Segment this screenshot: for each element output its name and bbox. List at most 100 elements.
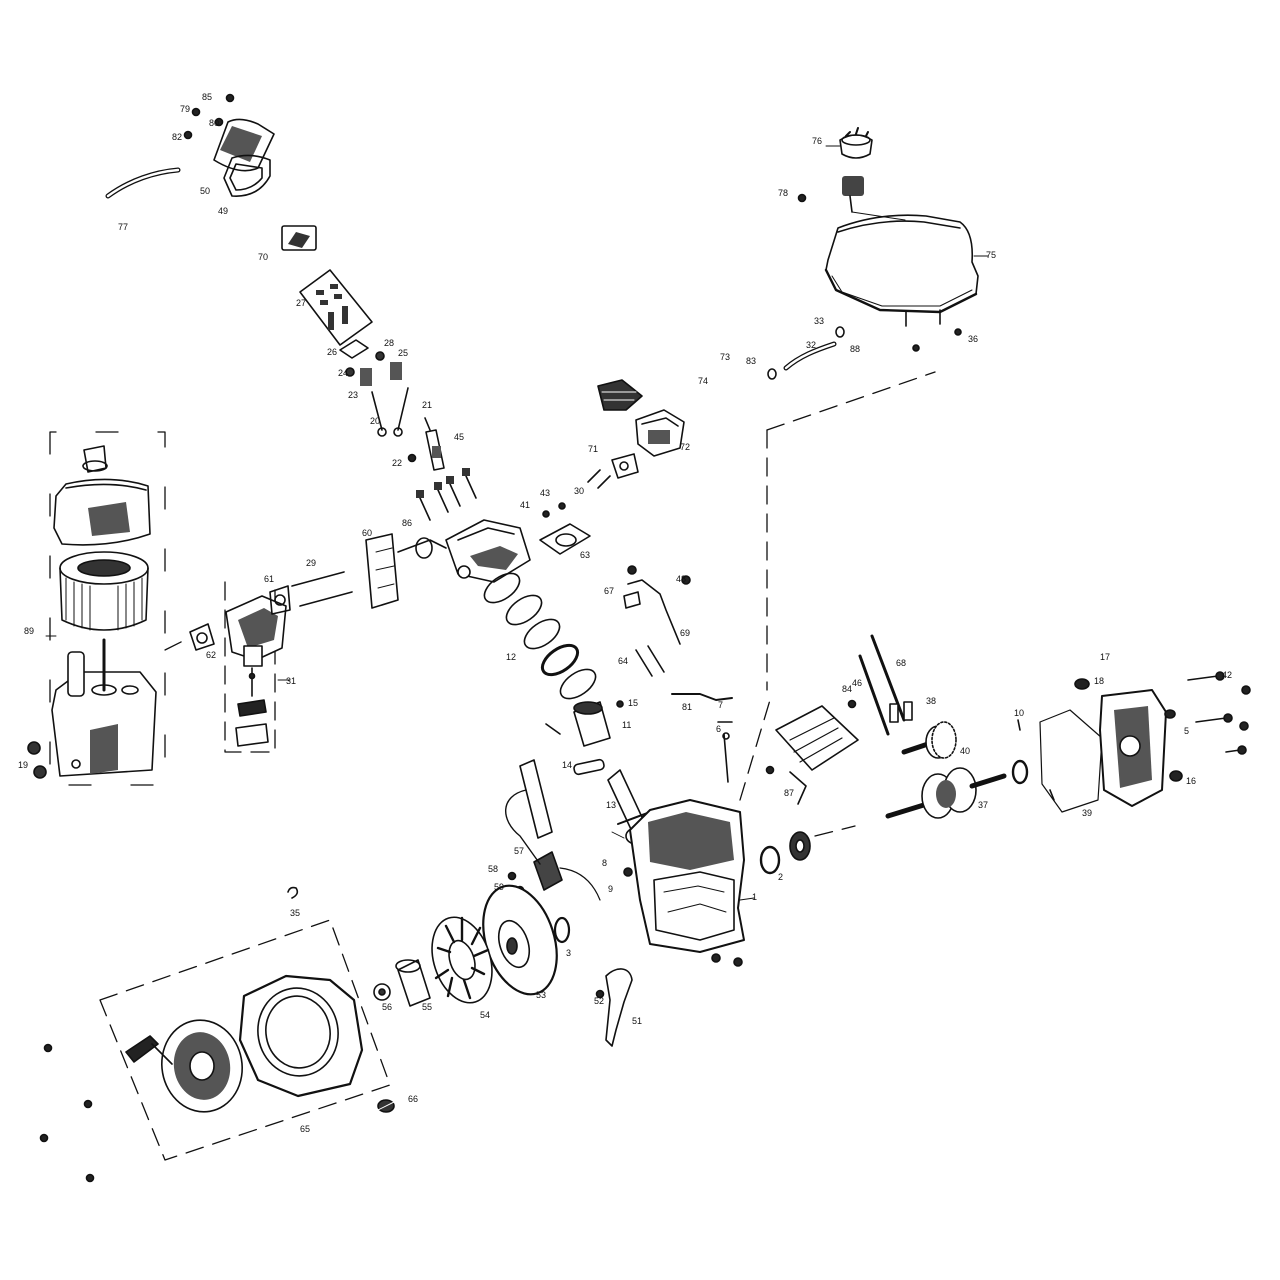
part-label-37: 37 <box>978 800 988 810</box>
part-label-59: 59 <box>494 882 504 892</box>
carburetor-gasket <box>189 623 215 651</box>
pto-gear <box>789 831 811 861</box>
part-label-1: 1 <box>752 892 757 902</box>
bolt-48 <box>765 765 775 775</box>
studs-29 <box>291 571 353 607</box>
valve-cover <box>213 118 275 197</box>
part-label-42: 42 <box>1222 670 1232 680</box>
part-label-27: 27 <box>296 298 306 308</box>
part-label-10: 10 <box>1014 708 1024 718</box>
head-gasket <box>539 523 591 555</box>
insulator-61 <box>269 585 291 615</box>
part-label-67: 67 <box>604 586 614 596</box>
part-label-9: 9 <box>608 884 613 894</box>
part-label-60: 60 <box>362 528 372 538</box>
dipstick-area <box>717 721 733 783</box>
part-label-25: 25 <box>398 348 408 358</box>
leader-lines <box>45 145 989 901</box>
breather-plate <box>775 705 859 805</box>
part-label-62: 62 <box>206 650 216 660</box>
muffler-body <box>635 409 685 457</box>
part-label-69: 69 <box>680 628 690 638</box>
part-label-65: 65 <box>300 1124 310 1134</box>
part-label-6: 6 <box>716 724 721 734</box>
part-label-35: 35 <box>290 908 300 918</box>
part-label-52: 52 <box>594 996 604 1006</box>
part-label-49: 49 <box>218 206 228 216</box>
part-label-18: 18 <box>1094 676 1104 686</box>
part-label-51: 51 <box>632 1016 642 1026</box>
carburetor-float-bowl <box>235 699 269 747</box>
pin-clip <box>545 723 561 735</box>
bolt-15 <box>616 700 624 708</box>
flywheel <box>482 884 558 996</box>
loose-bolts-left <box>39 1043 95 1183</box>
camshaft <box>901 721 957 759</box>
cable-clip <box>287 886 299 899</box>
part-label-84: 84 <box>842 684 852 694</box>
part-label-86: 86 <box>402 518 412 528</box>
air-cleaner-knob <box>82 445 108 473</box>
part-label-39: 39 <box>1082 808 1092 818</box>
ground-terminal <box>377 1099 395 1113</box>
part-label-5: 5 <box>1184 726 1189 736</box>
intake-adapter <box>365 533 447 609</box>
hose-77 <box>105 167 181 199</box>
part-label-43: 43 <box>540 488 550 498</box>
part-label-68: 68 <box>896 658 906 668</box>
part-label-41: 41 <box>520 500 530 510</box>
part-label-89: 89 <box>24 626 34 636</box>
part-label-31: 31 <box>286 676 296 686</box>
part-label-36: 36 <box>968 334 978 344</box>
crankcase-bolts <box>623 867 743 967</box>
part-label-38: 38 <box>926 696 936 706</box>
starter-cup <box>395 959 431 1007</box>
part-label-23: 23 <box>348 390 358 400</box>
fuel-line <box>767 326 962 380</box>
part-label-70: 70 <box>258 252 268 262</box>
dowel-10 <box>1049 789 1055 801</box>
crankshaft <box>885 767 1007 819</box>
bolt-52 <box>595 989 605 999</box>
piston-rings <box>483 572 597 700</box>
part-label-58: 58 <box>488 864 498 874</box>
recoil-pulley <box>161 1019 243 1113</box>
part-label-78: 78 <box>778 188 788 198</box>
part-label-61: 61 <box>264 574 274 584</box>
part-label-12: 12 <box>506 652 516 662</box>
part-label-24: 24 <box>338 368 348 378</box>
part-label-88: 88 <box>850 344 860 354</box>
part-label-48: 48 <box>676 574 686 584</box>
part-label-17: 17 <box>1100 652 1110 662</box>
spark-plug <box>424 417 445 471</box>
air-cleaner-nuts <box>27 741 47 779</box>
part-label-20: 20 <box>370 416 380 426</box>
part-label-33: 33 <box>814 316 824 326</box>
part-label-26: 26 <box>327 347 337 357</box>
cover-bolts <box>1187 671 1251 755</box>
part-label-63: 63 <box>580 550 590 560</box>
shroud-bracket <box>605 968 633 1047</box>
part-label-29: 29 <box>306 558 316 568</box>
dowel-10-top <box>1017 719 1021 731</box>
part-label-55: 55 <box>422 1002 432 1012</box>
part-label-79: 79 <box>180 104 190 114</box>
part-label-50: 50 <box>200 186 210 196</box>
oil-seal-3 <box>553 916 571 944</box>
muffler-guard <box>597 379 643 411</box>
air-cleaner-base <box>51 638 157 777</box>
fan <box>431 916 493 1004</box>
flywheel-nut <box>373 983 391 1001</box>
bolt-79 <box>797 193 807 203</box>
part-label-8: 8 <box>602 858 607 868</box>
piston-pin <box>573 758 605 776</box>
governor-arm <box>623 565 733 701</box>
head-bolts <box>416 468 477 521</box>
part-label-16: 16 <box>1186 776 1196 786</box>
part-label-22: 22 <box>392 458 402 468</box>
ignition-coil <box>505 759 601 901</box>
starter-handle <box>125 1035 173 1065</box>
part-label-45: 45 <box>454 432 464 442</box>
